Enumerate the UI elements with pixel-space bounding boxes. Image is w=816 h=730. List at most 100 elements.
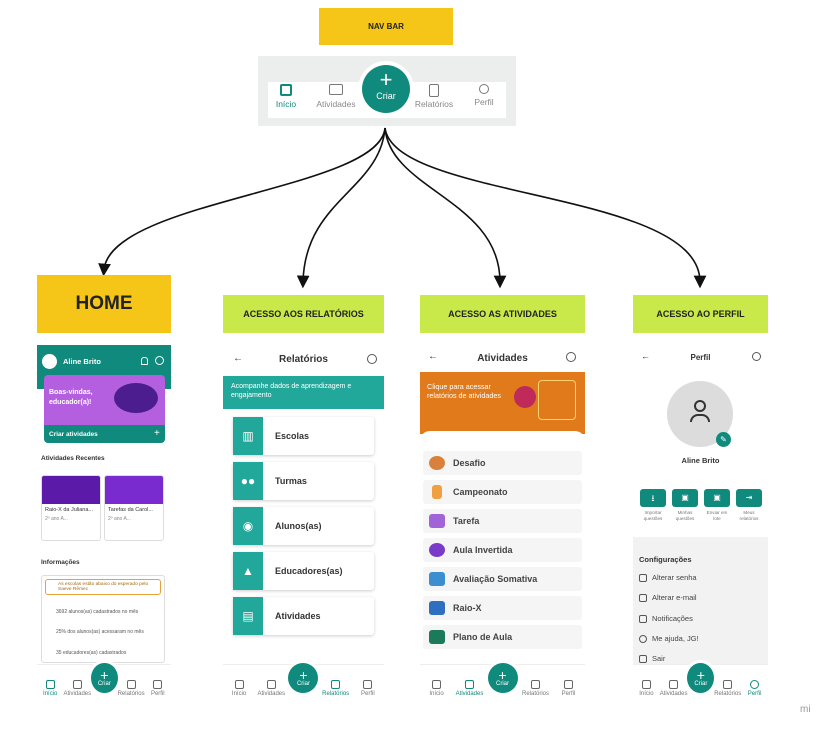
atividades-screen: ← Atividades Clique para acessar relatór… <box>420 345 585 700</box>
report-item-educadores[interactable]: ▲Educadores(as) <box>233 552 374 590</box>
action-importar[interactable]: ⭳ Importar questões <box>639 489 667 522</box>
lesson-plan-icon <box>429 630 445 644</box>
group-icon: ●● <box>233 462 263 500</box>
bottom-nav: Início Atividades +Criar Relatórios Perf… <box>223 663 384 700</box>
atividades-banner[interactable]: Clique para acessar relatórios de ativid… <box>420 372 585 434</box>
report-item-alunos[interactable]: ◉Alunos(as) <box>233 507 374 545</box>
logout-icon <box>639 654 647 663</box>
bottom-nav-criar[interactable]: +Criar <box>687 663 715 693</box>
activity-item-raio-x[interactable]: Raio-X <box>423 596 582 620</box>
relatorios-banner: Acompanhe dados de aprendizagem e engaja… <box>223 376 384 409</box>
graduation-cap-icon: ▲ <box>233 552 263 590</box>
bottom-nav-inicio[interactable]: Início <box>37 680 63 697</box>
bottom-nav-atividades[interactable]: Atividades <box>660 680 687 697</box>
bottom-nav-inicio[interactable]: Início <box>633 680 660 697</box>
help-icon[interactable] <box>367 354 377 364</box>
bottom-nav-atividades[interactable]: Atividades <box>63 680 91 697</box>
bell-icon <box>639 614 647 623</box>
relatorios-label: ACESSO AOS RELATÓRIOS <box>223 295 384 333</box>
info-card: As escolas estão abaixo do esperado pelo… <box>41 575 165 663</box>
bottom-nav-inicio[interactable]: Início <box>224 680 254 697</box>
bottom-nav-atividades[interactable]: Atividades <box>256 680 286 697</box>
bottom-nav-relatorios[interactable]: Relatórios <box>521 680 551 697</box>
bottom-nav-criar[interactable]: +Criar <box>91 663 118 693</box>
bottom-nav-relatorios[interactable]: Relatórios <box>714 680 741 697</box>
action-minhas[interactable]: ▣ Minhas questões <box>671 489 699 522</box>
avatar[interactable] <box>42 354 57 369</box>
back-arrow-icon[interactable]: ← <box>428 351 438 362</box>
bottom-nav-relatorios[interactable]: Relatórios <box>321 680 351 697</box>
bottom-nav-criar[interactable]: +Criar <box>487 663 518 693</box>
recent-card[interactable]: Raio-X da Juliana... 2º ano A... <box>41 475 101 541</box>
trophy-icon <box>432 485 442 499</box>
batch-icon: ▣ <box>704 489 730 507</box>
download-icon: ⭳ <box>640 489 666 507</box>
nav-bar-label: NAV BAR <box>319 8 453 45</box>
rocket-illustration <box>114 383 158 413</box>
atividades-label: ACESSO AS ATIVIDADES <box>420 295 585 333</box>
bottom-nav-inicio[interactable]: Início <box>422 680 452 697</box>
bottom-nav-atividades[interactable]: Atividades <box>455 680 485 697</box>
back-arrow-icon[interactable]: ← <box>233 353 243 364</box>
home-label: HOME <box>37 275 171 333</box>
bottom-nav-perfil[interactable]: Perfil <box>741 680 768 697</box>
help-icon[interactable] <box>155 356 164 365</box>
activity-item-desafio[interactable]: Desafio <box>423 451 582 475</box>
activity-item-avaliacao-somativa[interactable]: Avaliação Somativa <box>423 567 582 591</box>
config-notificacoes[interactable]: Notificações <box>639 614 693 623</box>
bottom-nav-relatorios[interactable]: Relatórios <box>118 680 145 697</box>
bottom-nav: Início Atividades +Criar Relatórios Perf… <box>633 663 768 700</box>
watermark: mi <box>800 704 811 715</box>
user-name: Aline Brito <box>63 357 101 366</box>
relatorios-screen: ← Relatórios Acompanhe dados de aprendiz… <box>223 345 384 700</box>
lock-icon <box>639 573 647 582</box>
bottom-nav-perfil[interactable]: Perfil <box>554 680 584 697</box>
config-sair[interactable]: Sair <box>639 654 665 663</box>
plus-icon: + <box>379 67 393 92</box>
constellation-illustration <box>538 380 576 420</box>
top-nav-bar: Início Atividades + Criar Relatórios Per… <box>258 56 516 126</box>
report-icon: ⇥ <box>736 489 762 507</box>
bottom-nav-perfil[interactable]: Perfil <box>145 680 171 697</box>
bottom-nav-perfil[interactable]: Perfil <box>353 680 383 697</box>
grid-plus-icon <box>280 84 292 96</box>
report-item-atividades[interactable]: ▤Atividades <box>233 597 374 635</box>
nav-item-relatorios[interactable]: Relatórios <box>408 84 460 109</box>
bell-icon[interactable] <box>141 357 148 365</box>
welcome-banner[interactable]: Boas-vindas, educador(a)! Criar atividad… <box>44 375 165 443</box>
bottom-nav-criar[interactable]: +Criar <box>288 663 319 693</box>
config-alterar-email[interactable]: Alterar e-mail <box>639 593 697 602</box>
sphere-illustration <box>514 386 536 408</box>
action-enviar[interactable]: ▣ Enviar em lote <box>703 489 731 522</box>
config-alterar-senha[interactable]: Alterar senha <box>639 573 697 582</box>
activity-item-campeonato[interactable]: Campeonato <box>423 480 582 504</box>
recent-card[interactable]: Tarefas da Carol... 2º ano A... <box>104 475 164 541</box>
home-screen: Aline Brito Boas-vindas, educador(a)! Cr… <box>37 345 171 700</box>
bottom-nav: Início Atividades +Criar Relatórios Perf… <box>37 663 171 700</box>
help-icon[interactable] <box>752 352 761 361</box>
config-ajuda[interactable]: Me ajuda, JG! <box>639 634 699 643</box>
back-arrow-icon[interactable]: ← <box>641 351 650 361</box>
nav-item-atividades[interactable]: Atividades <box>310 84 362 109</box>
nav-create-button[interactable]: + Criar <box>362 65 410 113</box>
school-icon: ▥ <box>233 417 263 455</box>
student-icon: ◉ <box>233 507 263 545</box>
bottom-nav: Início Atividades +Criar Relatórios Perf… <box>420 663 585 700</box>
help-icon[interactable] <box>566 352 576 362</box>
report-icon <box>429 84 439 97</box>
help-icon <box>639 634 647 643</box>
nav-item-inicio[interactable]: Início <box>272 84 300 109</box>
report-item-turmas[interactable]: ●●Turmas <box>233 462 374 500</box>
person-icon <box>690 400 710 426</box>
activity-item-tarefa[interactable]: Tarefa <box>423 509 582 533</box>
action-relatorios[interactable]: ⇥ Meus relatórios <box>735 489 763 522</box>
activity-item-plano-de-aula[interactable]: Plano de Aula <box>423 625 582 649</box>
perfil-label: ACESSO AO PERFIL <box>633 295 768 333</box>
nav-item-perfil[interactable]: Perfil <box>464 84 504 107</box>
info-notice: As escolas estão abaixo do esperado pelo… <box>45 579 161 595</box>
activity-item-aula-invertida[interactable]: Aula Invertida <box>423 538 582 562</box>
edit-avatar-button[interactable]: ✎ <box>716 432 731 447</box>
book-icon <box>329 84 343 95</box>
person-icon <box>479 84 489 94</box>
report-item-escolas[interactable]: ▥Escolas <box>233 417 374 455</box>
